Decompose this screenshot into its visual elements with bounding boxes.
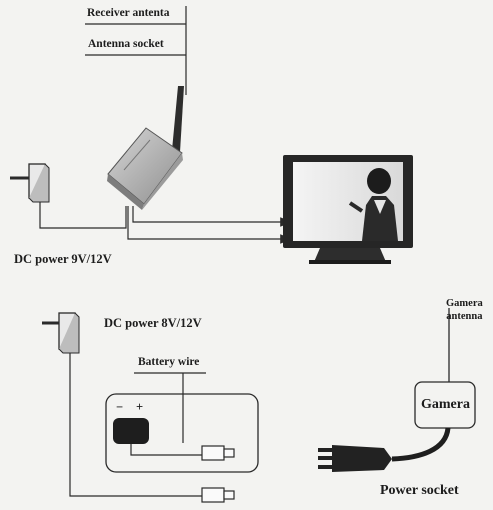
power-adapter-icon (10, 163, 50, 203)
antenna-callouts (85, 6, 187, 95)
battery-box (105, 393, 259, 473)
battery-icon (113, 418, 149, 444)
receiver-antenna (172, 86, 184, 152)
receiver-antenna-label: Receiver antenta (87, 7, 170, 19)
battery-wire (130, 444, 202, 456)
power-wire-top (39, 202, 127, 229)
camera-antenna-label-line1: Gamera (446, 298, 483, 309)
power-wire-bottom (69, 353, 202, 497)
power-plug-icon (318, 445, 392, 472)
av-output-arrows (127, 206, 293, 244)
dc-power-top-label: DC power 9V/12V (14, 252, 112, 266)
camera-antenna-label-line2: antenna (446, 310, 483, 322)
antenna-socket-label: Antenna socket (88, 38, 164, 50)
camera-box (414, 381, 476, 429)
tv-icon (283, 155, 413, 264)
dc-power-mid-label: DC power 8V/12V (104, 316, 202, 330)
connector-icon (201, 487, 235, 503)
battery-minus-label: − (116, 400, 124, 414)
power-socket-label: Power socket (380, 483, 459, 498)
camera-box-label: Gamera (421, 397, 470, 412)
connector-icon (201, 445, 235, 461)
power-adapter-icon (42, 312, 80, 354)
battery-plus-label: + (136, 400, 144, 414)
camera-antenna-label: Gamera antenna (446, 298, 483, 322)
receiver-icon (107, 127, 183, 210)
battery-wire-label: Battery wire (138, 356, 200, 368)
power-cable (391, 427, 451, 462)
